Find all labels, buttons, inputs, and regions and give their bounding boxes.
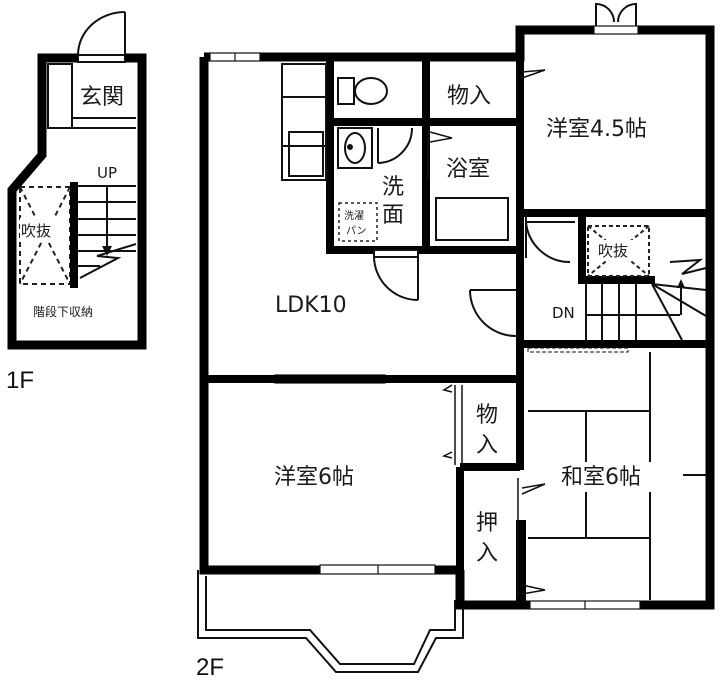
- balcony-door-icon: [595, 2, 637, 26]
- storage-top-door-icon: [516, 65, 546, 115]
- washer-pan: [338, 202, 378, 242]
- kitchen-counter: [281, 63, 327, 181]
- label-western-large: 洋室6帖: [274, 465, 354, 490]
- wall-2f-interior: [204, 30, 710, 605]
- washroom-door-icon: [377, 127, 413, 164]
- label-japanese: 和室6帖: [561, 465, 641, 490]
- stairs-2f: [585, 258, 707, 342]
- label-entrance: 玄関: [80, 85, 124, 110]
- label-western-small: 洋室4.5帖: [546, 117, 647, 142]
- ldk-door-icon: [373, 215, 575, 337]
- label-down: DN: [552, 304, 575, 322]
- storage-mid-door-icon: [441, 384, 463, 465]
- floor-label-2f: 2F: [196, 654, 224, 681]
- label-under-stair-storage: 階段下収納: [33, 304, 93, 319]
- label-bath: 浴室: [446, 157, 490, 182]
- entrance-door-icon: [77, 11, 126, 63]
- label-washroom-1: 洗: [382, 175, 404, 200]
- label-up: UP: [97, 164, 117, 182]
- label-storage-mid-2: 入: [476, 433, 498, 458]
- wall-1f: [7, 53, 147, 350]
- stair-opening: [527, 347, 629, 353]
- stairs-1f: [78, 185, 137, 279]
- floor-2f: 洗濯 パン 洗 面 浴室 物入 洋室4.5帖 L: [196, 2, 715, 681]
- bathtub-icon: [435, 197, 509, 241]
- label-closet-2: 入: [476, 541, 498, 566]
- washbasin-icon: [337, 127, 373, 169]
- stair-arrow-icon: [102, 246, 112, 256]
- label-washer-pan-1: 洗濯: [344, 210, 364, 222]
- stair-arrow-2f-icon: [677, 279, 685, 288]
- label-storage-top: 物入: [447, 84, 491, 109]
- label-washroom-2: 面: [382, 203, 404, 228]
- toilet-icon: [337, 77, 388, 105]
- balcony: [197, 570, 464, 673]
- entrance-partition: [47, 63, 136, 129]
- label-closet-1: 押: [476, 511, 498, 536]
- label-storage-mid-1: 物: [476, 403, 498, 428]
- floor-label-1f: 1F: [6, 367, 34, 394]
- closet-door-icon: [517, 478, 546, 598]
- label-ldk: LDK10: [275, 293, 347, 318]
- floor-1f: 玄関 UP 吹抜 階段下収納 1F: [6, 11, 147, 394]
- void-area-2f: [587, 225, 650, 277]
- label-void-1f: 吹抜: [21, 222, 51, 240]
- bath-door-icon: [427, 130, 453, 180]
- stair-wall-1f: [70, 182, 78, 288]
- label-washer-pan-2: パン: [346, 225, 367, 237]
- label-void-2f: 吹抜: [598, 242, 628, 260]
- wall-closet-right: [516, 520, 526, 605]
